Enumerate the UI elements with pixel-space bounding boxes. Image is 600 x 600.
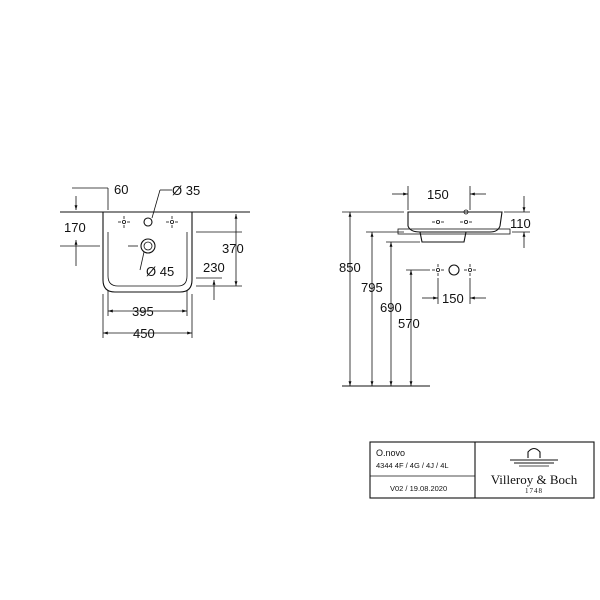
side-tap-hole-left-icon [432,219,444,224]
side-view: 150 110 850 795 690 570 [339,186,531,387]
mounting-rail [397,228,511,235]
dim-inner-height-label: 230 [203,260,225,275]
dim-height-2-label: 795 [361,280,383,295]
dim-height-right-label: 370 [222,241,244,256]
title-block: O.novo 4344 4F / 4G / 4J / 4L V02 / 19.0… [369,441,595,499]
dim-outer-width-label: 450 [133,326,155,341]
dim-drain-top-label: Ø 35 [172,183,200,198]
tap-fitting-right-icon [464,264,476,276]
drain-icon [128,238,156,254]
dim-height-3-label: 690 [380,300,402,315]
dim-top-width-label: 150 [427,187,449,202]
tap-hole-left-icon [118,216,130,228]
dim-inner-width-label: 395 [132,304,154,319]
tap-hole-right-icon [166,216,178,228]
basin-base [419,231,467,243]
brand-logo-icon [510,447,558,467]
side-drain-icon [463,209,469,215]
article-numbers: 4344 4F / 4G / 4J / 4L [376,461,449,470]
version-date: V02 / 19.08.2020 [390,484,447,493]
tap-fitting-center-icon [448,264,460,276]
tap-fitting-left-icon [432,264,444,276]
dim-drain-bottom-label: Ø 45 [146,264,174,279]
dim-height-left-label: 170 [64,220,86,235]
product-name: O.novo [376,448,405,458]
tap-hole-center-icon [143,217,153,227]
side-tap-hole-right-icon [460,219,472,224]
dim-tap-spacing-label: 150 [442,291,464,306]
basin-outline [102,212,193,293]
dim-depth-label: 110 [510,216,531,231]
dim-total-height-label: 850 [339,260,361,275]
brand-name: Villeroy & Boch [491,472,578,487]
front-view: 60 Ø 35 170 370 230 Ø 45 395 450 [60,182,250,341]
basin-inner-bowl [107,232,188,287]
brand-year: 1748 [525,487,543,495]
dim-height-4-label: 570 [398,316,420,331]
dim-top-left-label: 60 [114,182,128,197]
